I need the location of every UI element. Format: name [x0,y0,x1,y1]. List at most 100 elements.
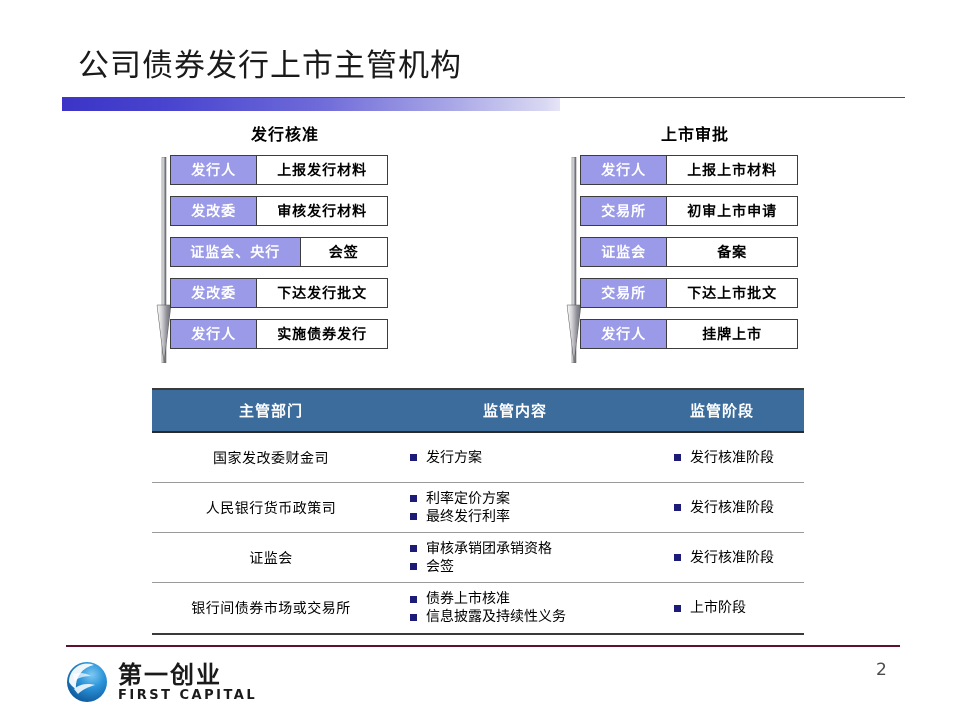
flow-step[interactable]: 交易所 下达上市批文 [580,278,798,308]
bullet-list: 债券上市核准 信息披露及持续性义务 [398,590,648,626]
logo-wordmark: 第一创业 FIRST CAPITAL [118,662,257,703]
bullet-list: 发行核准阶段 [648,499,804,517]
globe-icon [64,659,110,705]
flow-step[interactable]: 证监会 备案 [580,237,798,267]
flow-step-actor: 发行人 [171,320,258,348]
bullet-list: 发行方案 [398,449,648,467]
flow-step-action: 上报发行材料 [257,156,387,184]
list-item: 发行核准阶段 [674,449,804,467]
flow-step-actor: 证监会 [581,238,668,266]
flow-step-list: 发行人 上报发行材料 发改委 审核发行材料 证监会、央行 会签 发改委 下达发行… [170,155,388,349]
square-bullet-icon [410,563,417,570]
flow-step-list: 发行人 上报上市材料 交易所 初审上市申请 证监会 备案 交易所 下达上市批文 … [580,155,798,349]
cell-content: 利率定价方案 最终发行利率 [398,490,648,526]
flow-step-actor: 发改委 [171,197,258,225]
company-logo: 第一创业 FIRST CAPITAL [64,657,257,707]
down-arrow-icon [566,156,582,364]
logo-english-name: FIRST CAPITAL [118,687,258,703]
logo-chinese-name: 第一创业 [118,660,222,689]
cell-content: 审核承销团承销资格 会签 [398,540,648,576]
list-item-label: 会签 [426,558,454,575]
flow-step-actor: 交易所 [581,279,668,307]
square-bullet-icon [410,595,417,603]
list-item: 发行核准阶段 [674,549,804,567]
table-row[interactable]: 证监会 审核承销团承销资格 会签 发行核准阶段 [152,533,804,583]
flow-section-listing-approval: 上市审批 发行人 上报上市材料 [558,124,808,364]
list-item: 利率定价方案 [410,490,648,508]
flow-step-action: 上报上市材料 [667,156,797,184]
list-item-label: 发行核准阶段 [690,549,774,566]
flow-step[interactable]: 发行人 实施债券发行 [170,319,388,349]
flow-step-action: 挂牌上市 [667,320,797,348]
header-accent-bar [62,98,560,111]
header-divider-line [62,97,905,98]
flow-step[interactable]: 发改委 审核发行材料 [170,196,388,226]
list-item: 债券上市核准 [410,590,648,608]
cell-department: 人民银行货币政策司 [205,500,337,517]
square-bullet-icon [674,604,681,612]
cell-content: 发行方案 [398,449,648,467]
footer-divider-line [66,645,900,647]
flow-step-action: 下达发行批文 [257,279,387,307]
flow-step-actor: 交易所 [581,197,668,225]
flow-step-actor: 发行人 [171,156,258,184]
flow-step-actor: 发改委 [171,279,258,307]
list-item: 审核承销团承销资格 [410,540,648,558]
bullet-list: 发行核准阶段 [648,449,804,467]
square-bullet-icon [410,613,417,621]
flow-step-action: 审核发行材料 [257,197,387,225]
flow-step[interactable]: 证监会、央行 会签 [170,237,388,267]
flow-step-action: 会签 [300,238,387,266]
list-item: 会签 [410,558,648,576]
flow-step-action: 备案 [667,238,797,266]
table-row[interactable]: 人民银行货币政策司 利率定价方案 最终发行利率 发行核准阶段 [152,483,804,533]
flow-heading: 发行核准 [250,125,319,144]
flow-step[interactable]: 发行人 上报发行材料 [170,155,388,185]
flow-step-actor: 证监会、央行 [171,238,301,266]
page-number: 2 [876,660,887,680]
flow-step[interactable]: 交易所 初审上市申请 [580,196,798,226]
cell-department: 证监会 [249,550,293,567]
regulator-table: 主管部门 监管内容 监管阶段 国家发改委财金司 发行方案 发行核准阶段 人民银行… [152,388,804,635]
list-item: 发行核准阶段 [674,499,804,517]
flow-heading: 上市审批 [660,125,729,144]
list-item-label: 利率定价方案 [426,490,510,507]
square-bullet-icon [410,454,417,461]
cell-stage: 发行核准阶段 [648,499,804,517]
table-header-row: 主管部门 监管内容 监管阶段 [152,390,804,433]
flow-body: 发行人 上报上市材料 交易所 初审上市申请 证监会 备案 交易所 下达上市批文 … [558,155,808,364]
square-bullet-icon [410,545,417,552]
table-row[interactable]: 银行间债券市场或交易所 债券上市核准 信息披露及持续性义务 上市阶段 [152,583,804,633]
cell-stage: 发行核准阶段 [648,549,804,567]
square-bullet-icon [410,513,417,520]
page-title: 公司债券发行上市主管机构 [78,48,462,84]
list-item-label: 信息披露及持续性义务 [426,609,566,625]
cell-department: 国家发改委财金司 [213,450,329,467]
flow-step-actor: 发行人 [581,320,668,348]
table-row[interactable]: 国家发改委财金司 发行方案 发行核准阶段 [152,433,804,483]
list-item-label: 发行方案 [426,449,482,466]
square-bullet-icon [410,495,417,502]
flow-step[interactable]: 发行人 挂牌上市 [580,319,798,349]
list-item: 最终发行利率 [410,508,648,526]
list-item-label: 债券上市核准 [426,591,510,607]
flow-step-actor: 发行人 [581,156,668,184]
flow-step[interactable]: 发行人 上报上市材料 [580,155,798,185]
bullet-list: 发行核准阶段 [648,549,804,567]
square-bullet-icon [674,504,681,511]
cell-content: 债券上市核准 信息披露及持续性义务 [398,590,648,626]
list-item: 信息披露及持续性义务 [410,608,648,626]
flow-step[interactable]: 发改委 下达发行批文 [170,278,388,308]
bullet-list: 审核承销团承销资格 会签 [398,540,648,576]
list-item-label: 发行核准阶段 [690,499,774,516]
list-item-label: 最终发行利率 [426,508,510,525]
list-item: 发行方案 [410,449,648,467]
list-item-label: 审核承销团承销资格 [426,540,552,557]
bullet-list: 上市阶段 [648,599,804,617]
list-item-label: 上市阶段 [690,600,746,616]
flow-section-issuance-approval: 发行核准 发行人 上报发行材料 [148,124,398,364]
column-header-stage: 监管阶段 [689,402,754,420]
column-header-content: 监管内容 [482,402,547,420]
list-item: 上市阶段 [674,599,804,617]
flow-step-action: 初审上市申请 [667,197,797,225]
